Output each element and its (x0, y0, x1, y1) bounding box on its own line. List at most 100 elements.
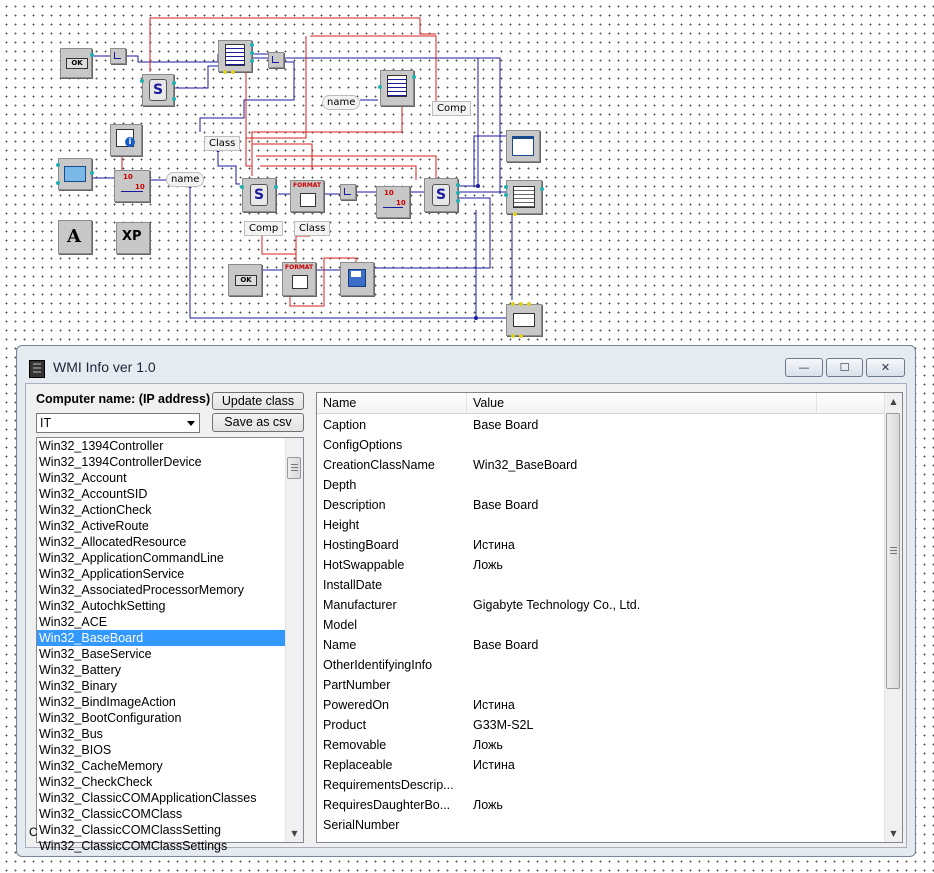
label-name-top[interactable]: name (322, 95, 361, 110)
hub-block-3[interactable] (340, 184, 356, 200)
scroll-thumb[interactable] (287, 457, 301, 479)
minimize-button[interactable]: — (785, 358, 823, 377)
scroll-thumb[interactable] (886, 413, 900, 689)
label-class-bottom[interactable]: Class (294, 221, 331, 236)
list-item[interactable]: Win32_BindImageAction (39, 695, 176, 709)
column-header-name[interactable]: Name (317, 393, 467, 413)
chart-block[interactable] (506, 130, 540, 162)
list-item[interactable]: Win32_BIOS (39, 743, 112, 757)
script-block-1[interactable]: S (140, 74, 176, 106)
save-icon-label (351, 271, 361, 277)
list-item[interactable]: Win32_1394Controller (39, 439, 164, 453)
table-row[interactable]: PartNumber (317, 675, 885, 695)
form-block[interactable] (56, 158, 94, 190)
title-bar[interactable]: WMI Info ver 1.0 — ☐ ✕ (17, 346, 915, 384)
list-item[interactable]: Win32_Binary (39, 679, 117, 693)
status-text: C (29, 825, 38, 839)
script-block-3[interactable]: S (424, 178, 460, 212)
scroll-up-icon[interactable]: ▲ (890, 397, 897, 406)
grid-header: Name Value (317, 393, 885, 414)
list-item-selected[interactable]: Win32_BaseBoard (37, 630, 303, 646)
list-item[interactable]: Win32_ACE (39, 615, 108, 629)
label-class-mid[interactable]: Class (204, 136, 241, 151)
scroll-down-icon[interactable]: ▼ (890, 829, 897, 838)
list-item[interactable]: Win32_ClassicCOMClassSetting (39, 823, 222, 837)
font-block[interactable]: A (58, 220, 92, 254)
property-name: RequirementsDescrip... (323, 778, 454, 792)
list-item[interactable]: Win32_ClassicCOMClassSettings (39, 839, 228, 853)
grid-scrollbar[interactable]: ▲ ▼ (884, 393, 902, 842)
list-item[interactable]: Win32_Battery (39, 663, 121, 677)
table-row[interactable]: Depth (317, 475, 885, 495)
table-row[interactable]: Height (317, 515, 885, 535)
chevron-down-icon[interactable] (187, 421, 195, 426)
table-row[interactable]: InstallDate (317, 575, 885, 595)
list-item[interactable]: Win32_CheckCheck (39, 775, 153, 789)
ok-button-block-2[interactable]: OK (228, 264, 262, 296)
label-name-left[interactable]: name (166, 172, 205, 187)
list-item[interactable]: Win32_ApplicationCommandLine (39, 551, 224, 565)
label-comp-bottom[interactable]: Comp (244, 221, 284, 236)
table-row[interactable]: OtherIdentifyingInfo (317, 655, 885, 675)
counter-block-2[interactable]: 10 10 (376, 186, 410, 218)
table-row[interactable]: RequiresDaughterBo...Ложь (317, 795, 885, 815)
ok-button-block-1[interactable]: OK (60, 48, 94, 78)
column-header-value[interactable]: Value (467, 393, 817, 413)
grid-block[interactable] (504, 180, 544, 216)
maximize-button[interactable]: ☐ (826, 358, 863, 377)
hub-block-2[interactable] (268, 52, 284, 68)
list-item[interactable]: Win32_ActiveRoute (39, 519, 149, 533)
list-item[interactable]: Win32_ClassicCOMClass (39, 807, 183, 821)
save-file-block[interactable] (340, 262, 374, 296)
counter-block-1[interactable]: 10 10 (114, 170, 150, 202)
list-item[interactable]: Win32_AccountSID (39, 487, 148, 501)
table-row[interactable]: Model (317, 615, 885, 635)
format-block-1[interactable]: FORMAT (290, 180, 324, 212)
list-item[interactable]: Win32_Account (39, 471, 127, 485)
label-comp-top[interactable]: Comp (432, 101, 472, 116)
list-item[interactable]: Win32_ClassicCOMApplicationClasses (39, 791, 257, 805)
list-item[interactable]: Win32_ApplicationService (39, 567, 185, 581)
xp-style-block[interactable]: XP (116, 222, 150, 254)
list-block-1[interactable] (218, 40, 254, 74)
update-class-button[interactable]: Update class (212, 392, 304, 410)
scroll-down-icon[interactable]: ▼ (291, 829, 298, 838)
table-row[interactable]: ConfigOptions (317, 435, 885, 455)
info-block[interactable]: i (110, 124, 142, 156)
script-block-2[interactable]: S (240, 178, 278, 212)
list-item[interactable]: Win32_BaseService (39, 647, 152, 661)
list-item[interactable]: Win32_AllocatedResource (39, 535, 187, 549)
hub-block-1[interactable] (110, 48, 126, 64)
scroll-up-icon[interactable] (286, 438, 303, 455)
computer-name-combobox[interactable]: IT (36, 413, 200, 433)
table-row[interactable]: RequirementsDescrip... (317, 775, 885, 795)
memo-block[interactable] (506, 302, 542, 338)
list-item[interactable]: Win32_1394ControllerDevice (39, 455, 202, 469)
memo-icon (513, 313, 535, 327)
class-list-scrollbar[interactable]: ▼ (285, 438, 303, 842)
list-item[interactable]: Win32_BootConfiguration (39, 711, 182, 725)
list-item[interactable]: Win32_AutochkSetting (39, 599, 166, 613)
close-button[interactable]: ✕ (866, 358, 905, 377)
list-item[interactable]: Win32_ActionCheck (39, 503, 152, 517)
table-row[interactable]: SerialNumber (317, 815, 885, 835)
list-item[interactable]: Win32_CacheMemory (39, 759, 163, 773)
list-item[interactable]: Win32_AssociatedProcessorMemory (39, 583, 244, 597)
list-item[interactable]: Win32_Bus (39, 727, 103, 741)
save-csv-button[interactable]: Save as csv (212, 413, 304, 432)
format-block-2[interactable]: FORMAT (282, 262, 316, 296)
list-block-2[interactable] (378, 70, 416, 106)
